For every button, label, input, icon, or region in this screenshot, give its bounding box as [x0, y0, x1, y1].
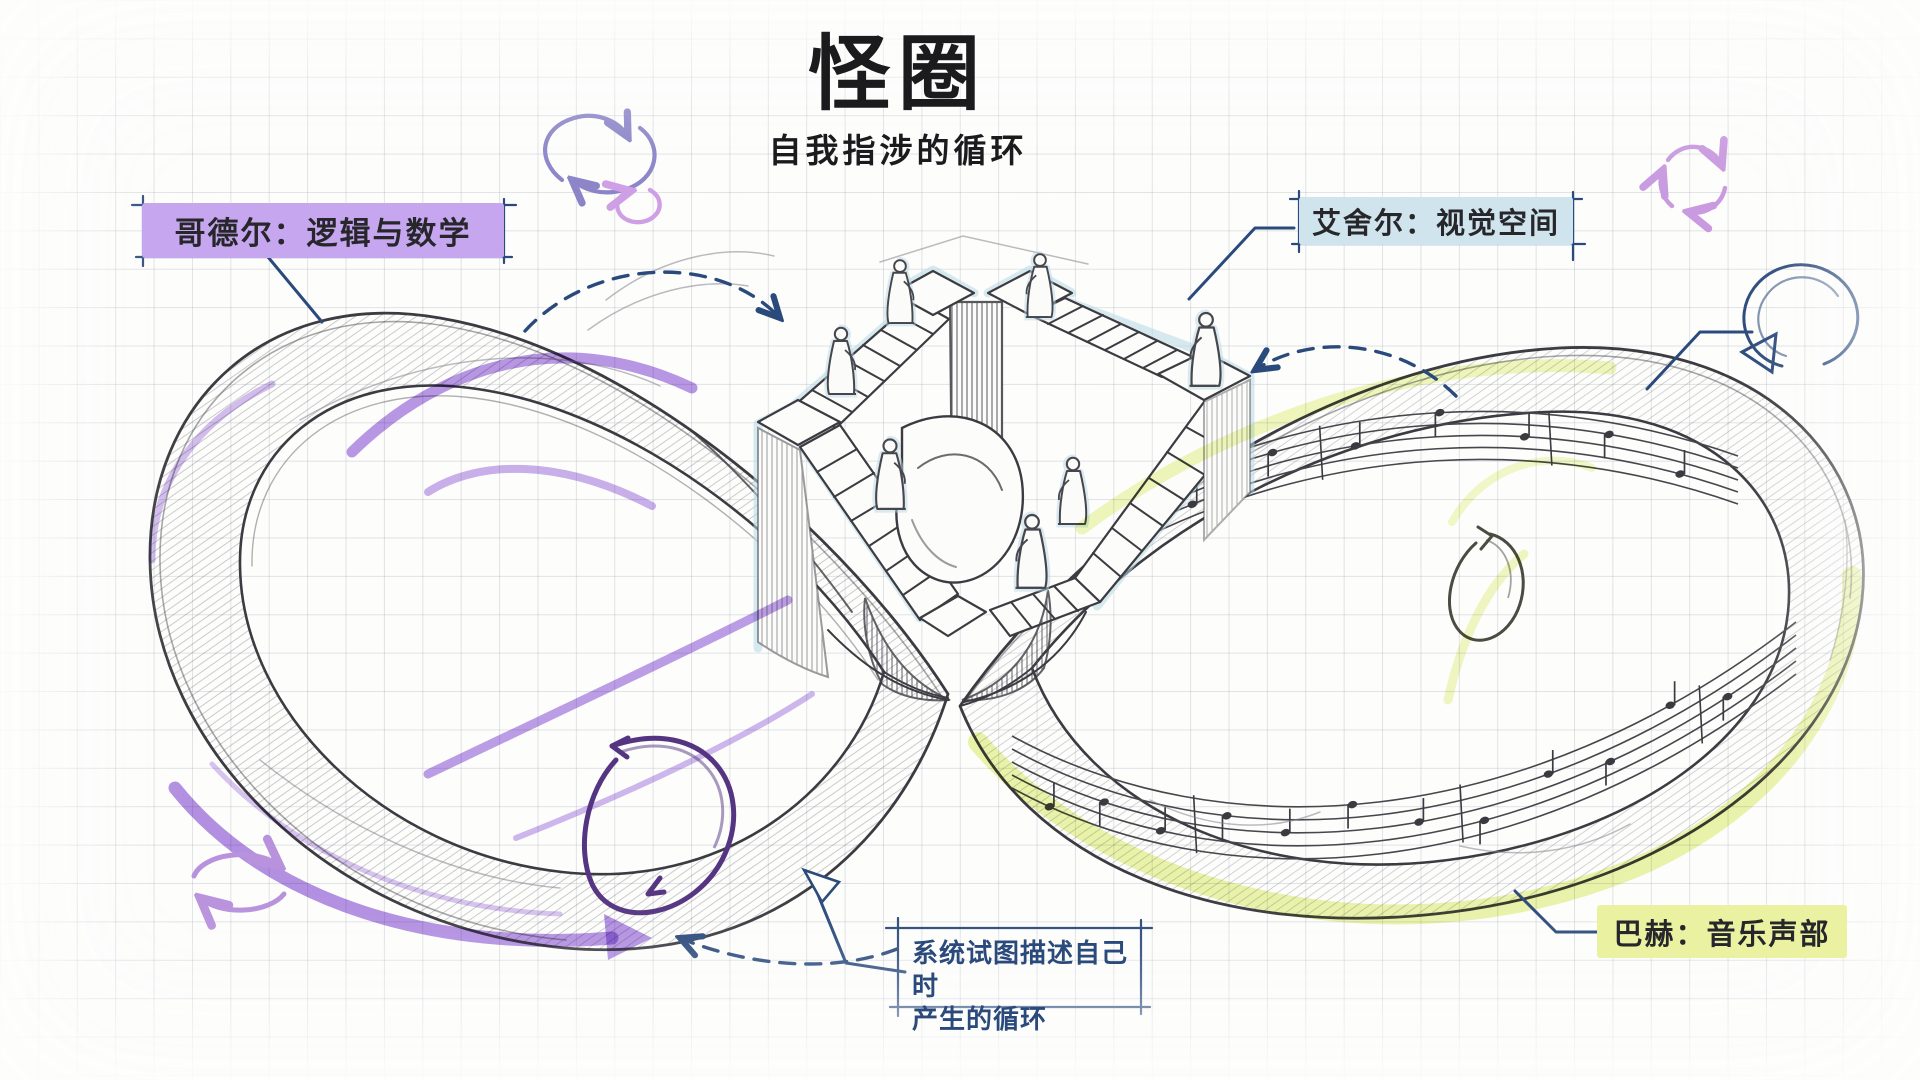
label-bach-text: 巴赫：音乐声部: [1613, 916, 1831, 951]
annotation-connector: [801, 867, 907, 974]
circular-cycle-icon: [1661, 147, 1725, 213]
label-bach: 巴赫：音乐声部: [1597, 905, 1847, 958]
music-staff-lower: [1011, 621, 1797, 860]
label-godel-text: 哥德尔：逻辑与数学: [174, 216, 472, 252]
page-subtitle: 自我指涉的循环: [768, 131, 1028, 171]
page-title: 怪圈: [807, 27, 988, 122]
purple-loop-arrow: [581, 735, 736, 916]
loop-arrow-icon-right: [1739, 263, 1860, 375]
title-block: 怪圈 自我指涉的循环: [768, 27, 1028, 172]
sketch-loop-icon: [1448, 525, 1525, 642]
label-godel: 哥德尔：逻辑与数学: [142, 203, 504, 258]
penrose-staircase: [753, 235, 1255, 703]
label-connector-godel: [266, 255, 324, 324]
purple-accents: [148, 352, 815, 841]
label-connector-bach: [1513, 889, 1599, 934]
purple-swoosh-arrow: [168, 761, 652, 960]
dashed-arrow-right: [1255, 345, 1458, 398]
stair-figure: [887, 260, 914, 323]
yellow-accents: [968, 359, 1863, 925]
spiral-arrow-icon: [617, 190, 662, 225]
loop-connector-right: [1645, 330, 1754, 391]
left-mobius-band: [148, 251, 950, 952]
stair-figure: [1058, 458, 1086, 524]
dashed-arrow-left: [523, 270, 780, 333]
stair-figure: [1190, 313, 1221, 386]
dashed-arrow-bottom: [680, 938, 899, 966]
label-escher-text: 艾舍尔：视觉空间: [1311, 206, 1560, 240]
cycle-arrows-icon: [543, 116, 657, 193]
stair-figure: [828, 328, 856, 394]
label-connector-escher: [1187, 226, 1296, 301]
ellipse-cycle-icon: [191, 855, 284, 910]
annotation-line2: 产生的循环: [912, 1005, 1048, 1035]
label-escher: 艾舍尔：视觉空间: [1299, 197, 1573, 245]
annotation-box: 系统试图描述自己时 产生的循环: [912, 938, 1142, 1037]
stair-figure: [1026, 254, 1053, 317]
annotation-line1: 系统试图描述自己时: [912, 939, 1129, 1002]
stair-figure: [1016, 515, 1047, 588]
